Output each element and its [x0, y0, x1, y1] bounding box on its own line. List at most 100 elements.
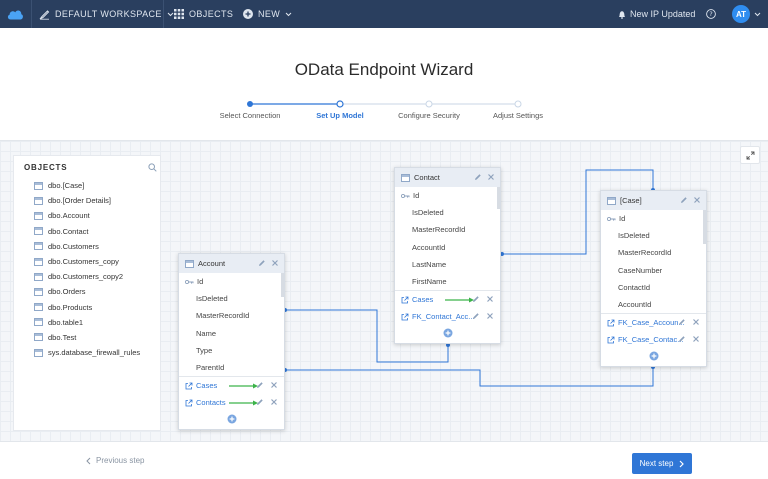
- entity-contact[interactable]: Contact Id IsDeleted MasterRecordId Acco…: [394, 167, 501, 344]
- nav-property-fk-case-account[interactable]: FK_Case_Accoun...: [601, 314, 706, 331]
- entity-field[interactable]: MasterRecordId: [196, 311, 250, 321]
- add-circle-icon[interactable]: [443, 328, 453, 338]
- entity-field[interactable]: FirstName: [412, 277, 447, 287]
- entity-field[interactable]: AccountId: [412, 242, 446, 252]
- cloud-logo-icon[interactable]: [6, 7, 24, 21]
- table-icon: [34, 303, 43, 312]
- nav-property-contacts[interactable]: Contacts: [179, 394, 284, 411]
- entity-field[interactable]: IsDeleted: [618, 231, 650, 241]
- workspace-selector[interactable]: DEFAULT WORKSPACE: [39, 0, 174, 28]
- edit-icon[interactable]: [256, 398, 264, 406]
- table-icon: [34, 242, 43, 251]
- object-item[interactable]: dbo.Customers: [34, 239, 140, 254]
- step-set-up-model[interactable]: Set Up Model: [316, 111, 364, 120]
- close-icon[interactable]: [270, 398, 278, 406]
- edit-icon[interactable]: [472, 295, 480, 303]
- expand-canvas-button[interactable]: [740, 146, 760, 164]
- entity-header[interactable]: Contact: [395, 168, 500, 187]
- add-circle-icon[interactable]: [227, 414, 237, 424]
- table-icon: [34, 318, 43, 327]
- object-item[interactable]: dbo.Orders: [34, 284, 140, 299]
- close-icon[interactable]: [693, 196, 701, 204]
- edit-icon[interactable]: [258, 259, 266, 267]
- close-icon[interactable]: [271, 259, 279, 267]
- step-select-connection[interactable]: Select Connection: [219, 111, 281, 120]
- entity-field[interactable]: LastName: [412, 259, 447, 269]
- nav-property-fk-case-contact[interactable]: FK_Case_Contac...: [601, 331, 706, 348]
- object-item[interactable]: dbo.[Order Details]: [34, 193, 140, 208]
- objects-heading: OBJECTS: [24, 163, 68, 172]
- nav-property-fk-contact-account[interactable]: FK_Contact_Acc...: [395, 308, 500, 325]
- entity-field[interactable]: ParentId: [196, 363, 225, 373]
- chevron-down-icon: [285, 12, 292, 16]
- close-icon[interactable]: [270, 381, 278, 389]
- entity-field[interactable]: MasterRecordId: [618, 248, 672, 258]
- step-configure-security[interactable]: Configure Security: [398, 111, 460, 120]
- help-button[interactable]: ?: [706, 0, 716, 28]
- entity-key-field[interactable]: Id: [601, 210, 706, 227]
- objects-panel: OBJECTS dbo.[Case] dbo.[Order Details] d…: [13, 155, 161, 431]
- object-item[interactable]: dbo.[Case]: [34, 178, 140, 193]
- entity-field[interactable]: Name: [196, 328, 217, 338]
- key-icon: [401, 193, 410, 198]
- entity-key-field[interactable]: Id: [179, 273, 284, 290]
- table-icon: [185, 259, 194, 268]
- close-icon[interactable]: [486, 312, 494, 320]
- close-icon[interactable]: [487, 173, 495, 181]
- entity-field[interactable]: ContactId: [618, 282, 651, 292]
- objects-nav-button[interactable]: OBJECTS: [174, 0, 233, 28]
- entity-field[interactable]: IsDeleted: [196, 294, 228, 304]
- close-icon[interactable]: [486, 295, 494, 303]
- svg-text:?: ?: [709, 10, 712, 18]
- entity-field[interactable]: AccountId: [618, 300, 652, 310]
- entity-key-field[interactable]: Id: [395, 187, 500, 204]
- edit-icon[interactable]: [680, 196, 688, 204]
- scrollbar[interactable]: [703, 210, 706, 244]
- entity-account[interactable]: Account Id IsDeleted MasterRecordId Name…: [178, 253, 285, 430]
- step-dot-pending: [425, 100, 433, 108]
- topbar-divider: [163, 0, 164, 28]
- step-adjust-settings[interactable]: Adjust Settings: [492, 111, 544, 120]
- scrollbar[interactable]: [281, 273, 284, 297]
- navigation-properties: Cases FK_Contact_Acc...: [395, 290, 500, 341]
- add-circle-icon[interactable]: [649, 351, 659, 361]
- chevron-down-icon: [167, 12, 174, 16]
- step-dot-current: [336, 100, 344, 108]
- external-link-icon: [607, 319, 615, 327]
- new-menu-button[interactable]: NEW: [243, 0, 292, 28]
- user-menu-button[interactable]: AT: [732, 0, 761, 28]
- edit-icon[interactable]: [474, 173, 482, 181]
- object-item[interactable]: sys.database_firewall_rules: [34, 345, 140, 360]
- object-item[interactable]: dbo.Test: [34, 330, 140, 345]
- pencil-ruler-icon: [39, 9, 50, 20]
- object-item[interactable]: dbo.Contact: [34, 224, 140, 239]
- edit-icon[interactable]: [256, 381, 264, 389]
- entity-field[interactable]: CaseNumber: [618, 265, 663, 275]
- notification-button[interactable]: New IP Updated: [618, 0, 695, 28]
- object-item[interactable]: dbo.Customers_copy: [34, 254, 140, 269]
- object-item[interactable]: dbo.Account: [34, 208, 140, 223]
- scrollbar[interactable]: [497, 187, 500, 209]
- plus-circle-icon: [243, 9, 253, 19]
- entity-header[interactable]: [Case]: [601, 191, 706, 210]
- edit-icon[interactable]: [678, 318, 686, 326]
- search-icon[interactable]: [148, 163, 157, 172]
- nav-property-cases[interactable]: Cases: [395, 291, 500, 308]
- object-item[interactable]: dbo.Products: [34, 300, 140, 315]
- entity-field[interactable]: MasterRecordId: [412, 225, 466, 235]
- entity-field[interactable]: IsDeleted: [412, 208, 444, 218]
- entity-case[interactable]: [Case] Id IsDeleted MasterRecordId CaseN…: [600, 190, 707, 367]
- edit-icon[interactable]: [678, 335, 686, 343]
- previous-step-button[interactable]: Previous step: [86, 456, 144, 465]
- close-icon[interactable]: [692, 318, 700, 326]
- object-item[interactable]: dbo.table1: [34, 315, 140, 330]
- wizard-stepper: Select Connection Set Up Model Configure…: [0, 98, 768, 128]
- entity-field[interactable]: Type: [196, 345, 213, 355]
- close-icon[interactable]: [692, 335, 700, 343]
- navigation-properties: Cases Contacts: [179, 376, 284, 427]
- nav-property-cases[interactable]: Cases: [179, 377, 284, 394]
- entity-header[interactable]: Account: [179, 254, 284, 273]
- next-step-button[interactable]: Next step: [632, 453, 692, 474]
- edit-icon[interactable]: [472, 312, 480, 320]
- object-item[interactable]: dbo.Customers_copy2: [34, 269, 140, 284]
